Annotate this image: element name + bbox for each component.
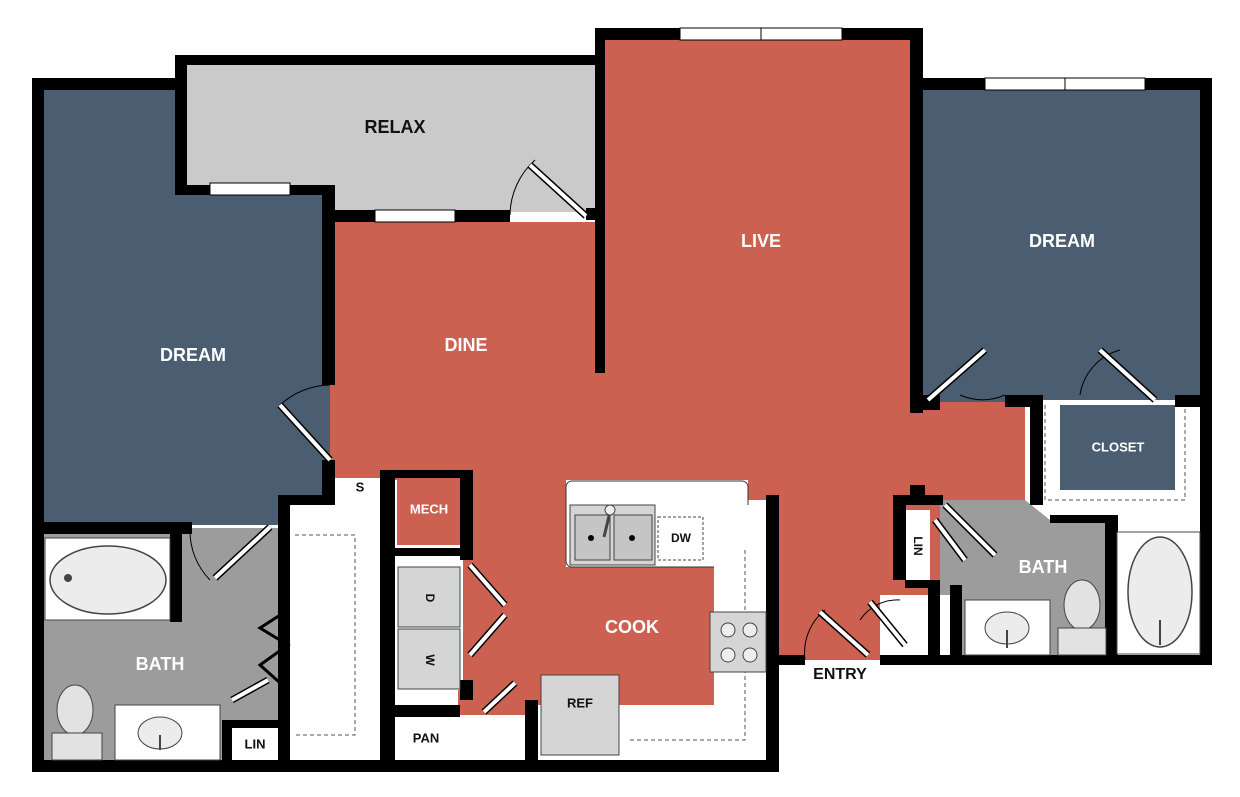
label-cook: COOK bbox=[605, 617, 659, 637]
label-washer: W bbox=[423, 654, 437, 666]
label-dishwasher: DW bbox=[671, 531, 692, 545]
bathtub-right bbox=[1116, 531, 1201, 655]
windows bbox=[209, 27, 1146, 223]
floor-bedroom-right bbox=[920, 88, 1203, 402]
sink-left bbox=[114, 704, 221, 761]
kitchen-sink bbox=[569, 504, 656, 566]
label-linen-left: LIN bbox=[245, 736, 266, 751]
dryer bbox=[397, 566, 461, 628]
toilet-left bbox=[51, 684, 103, 761]
label-linen-right: LIN bbox=[911, 536, 925, 555]
toilet-right bbox=[1057, 579, 1107, 656]
fixtures bbox=[44, 504, 1201, 761]
label-entry: ENTRY bbox=[813, 666, 867, 683]
label-mech: MECH bbox=[410, 501, 448, 516]
floor-relax bbox=[187, 60, 598, 212]
door-leaves-inner bbox=[213, 163, 1157, 714]
kitchen-counter-bottom bbox=[620, 705, 770, 760]
label-pantry: PAN bbox=[413, 730, 439, 745]
label-closet-left: CLOSET bbox=[294, 620, 347, 635]
floor-linen-right bbox=[905, 510, 930, 582]
label-bath-right: BATH bbox=[1019, 557, 1068, 577]
washer bbox=[397, 628, 461, 690]
floor-mech bbox=[397, 470, 462, 545]
label-live: LIVE bbox=[741, 231, 781, 251]
floor-storage bbox=[335, 478, 385, 498]
floor-linen-left bbox=[230, 728, 280, 760]
floor-closet-right-inner bbox=[1060, 405, 1175, 490]
floor-living-area bbox=[330, 40, 1025, 745]
label-relax: RELAX bbox=[364, 117, 425, 137]
bifold-door-closet bbox=[257, 608, 291, 692]
labels: RELAX LIVE DINE DREAM DREAM CLOSET CLOSE… bbox=[136, 117, 1145, 752]
label-coat: COAT bbox=[908, 610, 920, 641]
label-storage: S bbox=[356, 479, 365, 494]
floor-bedroom-left bbox=[42, 88, 330, 525]
label-closet-right: CLOSET bbox=[1092, 439, 1145, 454]
dishwasher bbox=[657, 516, 704, 561]
label-dine: DINE bbox=[444, 335, 487, 355]
doors bbox=[189, 159, 1121, 661]
bathtub-left bbox=[44, 537, 171, 621]
label-dream-left: DREAM bbox=[160, 345, 226, 365]
sink-right bbox=[964, 599, 1051, 656]
label-dryer: D bbox=[423, 594, 437, 603]
label-bath-left: BATH bbox=[136, 654, 185, 674]
range-stove bbox=[709, 611, 767, 673]
refrigerator bbox=[540, 674, 620, 756]
floor-closet-left bbox=[288, 510, 383, 760]
label-refrigerator: REF bbox=[567, 695, 593, 710]
label-dream-right: DREAM bbox=[1029, 231, 1095, 251]
floor-pantry bbox=[395, 715, 525, 760]
